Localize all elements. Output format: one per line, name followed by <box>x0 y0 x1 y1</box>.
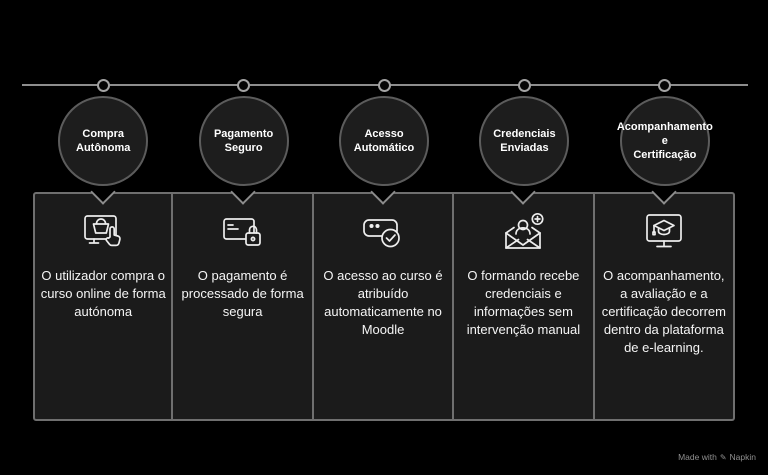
step-pagamento-seguro: Pagamento Seguro O pagamento é processad… <box>173 79 314 421</box>
step-title: Acesso Automático <box>353 127 415 154</box>
step-description: O utilizador compra o curso online de fo… <box>40 268 166 319</box>
step-card: O acompanhamento, a avaliação e a certif… <box>594 179 736 421</box>
monitor-cart-click-icon <box>79 210 127 258</box>
step-card: O pagamento é processado de forma segura <box>173 179 314 421</box>
step-credenciais-enviadas: Credenciais Enviadas <box>454 79 595 421</box>
access-check-icon <box>359 210 407 258</box>
step-circle: Credenciais Enviadas <box>479 96 570 186</box>
step-circle: Acesso Automático <box>339 96 430 186</box>
credit-card-lock-icon <box>219 210 267 258</box>
step-description: O formando recebe credenciais e informaç… <box>466 268 581 337</box>
step-acompanhamento-certificacao: Acompanhamento e Certificação O <box>594 79 736 421</box>
step-description: O acompanhamento, a avaliação e a certif… <box>601 268 726 355</box>
step-description: O pagamento é processado de forma segura <box>181 268 304 319</box>
step-card: O utilizador compra o curso online de fo… <box>33 179 174 421</box>
step-title: Acompanhamento e Certificação <box>616 120 713 162</box>
timeline-node <box>237 79 251 92</box>
step-circle: Pagamento Seguro <box>198 96 289 186</box>
step-title: Credenciais Enviadas <box>493 127 556 154</box>
watermark-brand: Napkin <box>729 452 756 462</box>
step-compra-autonoma: Compra Autônoma O utilizador compra o cu… <box>33 79 174 421</box>
timeline-node <box>658 79 672 92</box>
step-card: O formando recebe credenciais e informaç… <box>454 179 595 421</box>
monitor-graduation-icon <box>640 210 688 258</box>
watermark-prefix: Made with <box>678 452 717 462</box>
step-circle: Acompanhamento e Certificação <box>616 96 713 186</box>
steps-row: Compra Autônoma O utilizador compra o cu… <box>33 79 736 421</box>
timeline-node <box>96 79 110 92</box>
step-acesso-automatico: Acesso Automático O acesso ao curso é at… <box>313 79 455 421</box>
step-circle: Compra Autônoma <box>58 96 149 186</box>
step-title: Pagamento Seguro <box>213 127 274 154</box>
timeline-node <box>517 79 531 92</box>
mail-user-plus-icon <box>499 210 547 258</box>
step-card: O acesso ao curso é atribuído automatica… <box>313 179 455 421</box>
timeline-node <box>377 79 391 92</box>
step-description: O acesso ao curso é atribuído automatica… <box>323 268 443 337</box>
watermark: Made with ✎ Napkin <box>678 452 756 462</box>
pen-icon: ✎ <box>719 452 727 462</box>
step-title: Compra Autônoma <box>76 127 131 154</box>
